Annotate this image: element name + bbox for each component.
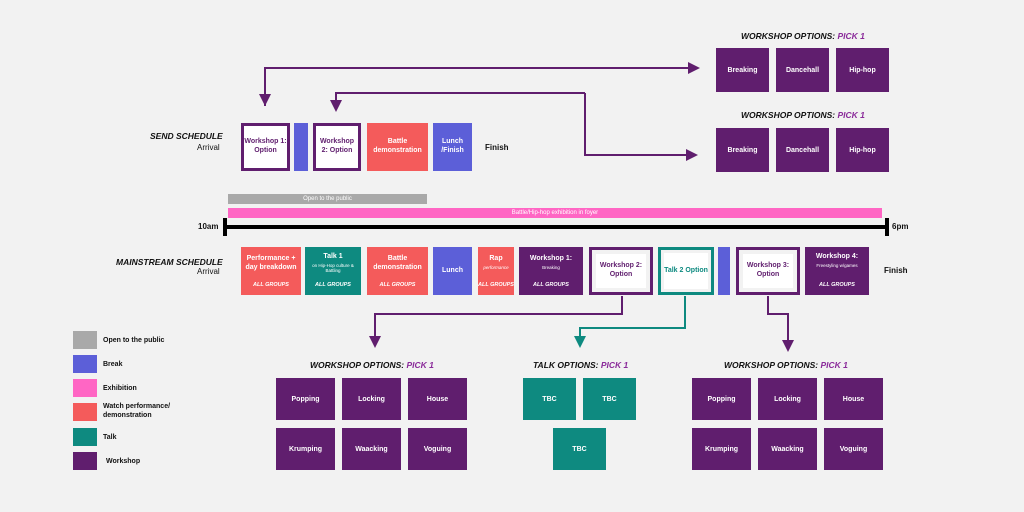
ws-left-option-5[interactable]: Waacking bbox=[342, 428, 401, 470]
send-workshop-1-block[interactable]: Workshop 1: Option bbox=[241, 123, 290, 171]
ws-left-option-2[interactable]: Locking bbox=[342, 378, 401, 420]
legend-swatch-break bbox=[73, 355, 97, 373]
talk-options-heading: TALK OPTIONS: PICK 1 bbox=[533, 360, 629, 370]
legend-label-talk: Talk bbox=[103, 434, 117, 441]
exhibition-bar: Battle/Hip-hop exhibition in foyer bbox=[228, 208, 882, 218]
ms-workshop4-block: Workshop 4: Freestyling w/games ALL GROU… bbox=[805, 247, 869, 295]
send-top-option-1[interactable]: Breaking bbox=[716, 48, 769, 92]
ms-workshop2-block[interactable]: Workshop 2: Option bbox=[589, 247, 653, 295]
mainstream-finish-label: Finish bbox=[884, 266, 908, 275]
talk-option-2[interactable]: TBC bbox=[583, 378, 636, 420]
ms-performance-block: Performance + day breakdown ALL GROUPS bbox=[241, 247, 301, 295]
legend-swatch-exhibition bbox=[73, 379, 97, 397]
ms-workshop1-sub: Breaking bbox=[542, 264, 560, 270]
ws-right-option-5[interactable]: Waacking bbox=[758, 428, 817, 470]
ws-right-option-6[interactable]: Voguing bbox=[824, 428, 883, 470]
ms-performance-group: ALL GROUPS bbox=[253, 282, 289, 289]
ms-talk1-sub: on Hip-Hop culture & Battling bbox=[312, 262, 354, 274]
send-workshop-2-label: Workshop 2: Option bbox=[319, 138, 355, 154]
legend-swatch-workshop bbox=[73, 452, 97, 470]
mainstream-arrival-label: Arrival bbox=[197, 267, 220, 276]
ms-workshop1-title: Workshop 1: bbox=[529, 255, 573, 262]
mainstream-schedule-heading: MAINSTREAM SCHEDULE bbox=[116, 257, 223, 267]
legend-label-watch: Watch performance/ demonstration bbox=[103, 403, 171, 420]
timeline-start: 10am bbox=[198, 222, 219, 231]
send-lunch-block: Lunch /Finish bbox=[433, 123, 472, 171]
send-top-option-2[interactable]: Dancehall bbox=[776, 48, 829, 92]
ms-workshop4-group: ALL GROUPS bbox=[819, 282, 855, 289]
ms-performance-title: Performance + day breakdown bbox=[245, 255, 297, 271]
ms-lunch-block: Lunch bbox=[433, 247, 472, 295]
ms-talk1-group: ALL GROUPS bbox=[315, 282, 351, 289]
legend-label-exhibition: Exhibition bbox=[103, 385, 137, 392]
ms-battle-title: Battle demonstration bbox=[373, 255, 422, 271]
send-mid-option-1[interactable]: Breaking bbox=[716, 128, 769, 172]
legend-label-break: Break bbox=[103, 361, 123, 368]
send-workshop-1-label: Workshop 1: Option bbox=[244, 138, 287, 154]
ms-workshop4-title: Workshop 4: bbox=[815, 253, 859, 260]
send-mid-option-3[interactable]: Hip-hop bbox=[836, 128, 889, 172]
ws-right-option-4[interactable]: Krumping bbox=[692, 428, 751, 470]
ms-workshop1-block: Workshop 1: Breaking ALL GROUPS bbox=[519, 247, 583, 295]
send-workshop-2-block[interactable]: Workshop 2: Option bbox=[313, 123, 361, 171]
ms-workshop1-group: ALL GROUPS bbox=[533, 282, 569, 289]
legend-swatch-open bbox=[73, 331, 97, 349]
ws-left-option-1[interactable]: Popping bbox=[276, 378, 335, 420]
send-battle-label: Battle demonstration bbox=[373, 138, 422, 154]
send-arrival-label: Arrival bbox=[197, 143, 220, 152]
send-options-top-heading: WORKSHOP OPTIONS: PICK 1 bbox=[741, 31, 865, 41]
ms-talk2-title: Talk 2 Option bbox=[664, 266, 708, 274]
ms-rap-title: Rap bbox=[489, 255, 503, 262]
ms-rap-group: ALL GROUPS bbox=[478, 282, 514, 289]
talk-option-3[interactable]: TBC bbox=[553, 428, 606, 470]
send-lunch-label: Lunch /Finish bbox=[441, 138, 464, 154]
ms-lunch-title: Lunch bbox=[442, 266, 463, 274]
ms-workshop2-title: Workshop 2: Option bbox=[599, 262, 643, 278]
send-options-mid-heading: WORKSHOP OPTIONS: PICK 1 bbox=[741, 110, 865, 120]
send-break-block bbox=[294, 123, 308, 171]
talk-option-1[interactable]: TBC bbox=[523, 378, 576, 420]
ws-right-options-heading: WORKSHOP OPTIONS: PICK 1 bbox=[724, 360, 848, 370]
send-finish-label: Finish bbox=[485, 143, 509, 152]
legend-swatch-talk bbox=[73, 428, 97, 446]
send-schedule-heading: SEND SCHEDULE bbox=[150, 131, 223, 141]
ms-battle-block: Battle demonstration ALL GROUPS bbox=[367, 247, 428, 295]
open-to-public-bar: Open to the public bbox=[228, 194, 427, 204]
timeline-end: 6pm bbox=[892, 222, 909, 231]
ms-battle-group: ALL GROUPS bbox=[379, 282, 416, 289]
ms-talk2-block[interactable]: Talk 2 Option bbox=[658, 247, 714, 295]
ms-workshop4-sub: Freestyling w/games bbox=[816, 262, 858, 268]
ws-left-option-4[interactable]: Krumping bbox=[276, 428, 335, 470]
ms-rap-sub: performance bbox=[483, 264, 509, 270]
send-top-option-3[interactable]: Hip-hop bbox=[836, 48, 889, 92]
ws-right-option-1[interactable]: Popping bbox=[692, 378, 751, 420]
send-mid-option-2[interactable]: Dancehall bbox=[776, 128, 829, 172]
legend-label-workshop: Workshop bbox=[106, 458, 141, 465]
ms-workshop3-block[interactable]: Workshop 3: Option bbox=[736, 247, 800, 295]
ms-break-block bbox=[718, 247, 730, 295]
legend-label-open: Open to the public bbox=[103, 337, 165, 344]
ws-right-option-3[interactable]: House bbox=[824, 378, 883, 420]
ms-workshop3-title: Workshop 3: Option bbox=[746, 262, 790, 278]
ws-right-option-2[interactable]: Locking bbox=[758, 378, 817, 420]
ws-left-options-heading: WORKSHOP OPTIONS: PICK 1 bbox=[310, 360, 434, 370]
ms-talk1-title: Talk 1 bbox=[323, 253, 343, 260]
send-battle-block: Battle demonstration bbox=[367, 123, 428, 171]
ms-rap-block: Rap performance ALL GROUPS bbox=[478, 247, 514, 295]
ms-talk1-block: Talk 1 on Hip-Hop culture & Battling ALL… bbox=[305, 247, 361, 295]
legend-swatch-watch bbox=[73, 403, 97, 421]
ws-left-option-3[interactable]: House bbox=[408, 378, 467, 420]
ws-left-option-6[interactable]: Voguing bbox=[408, 428, 467, 470]
